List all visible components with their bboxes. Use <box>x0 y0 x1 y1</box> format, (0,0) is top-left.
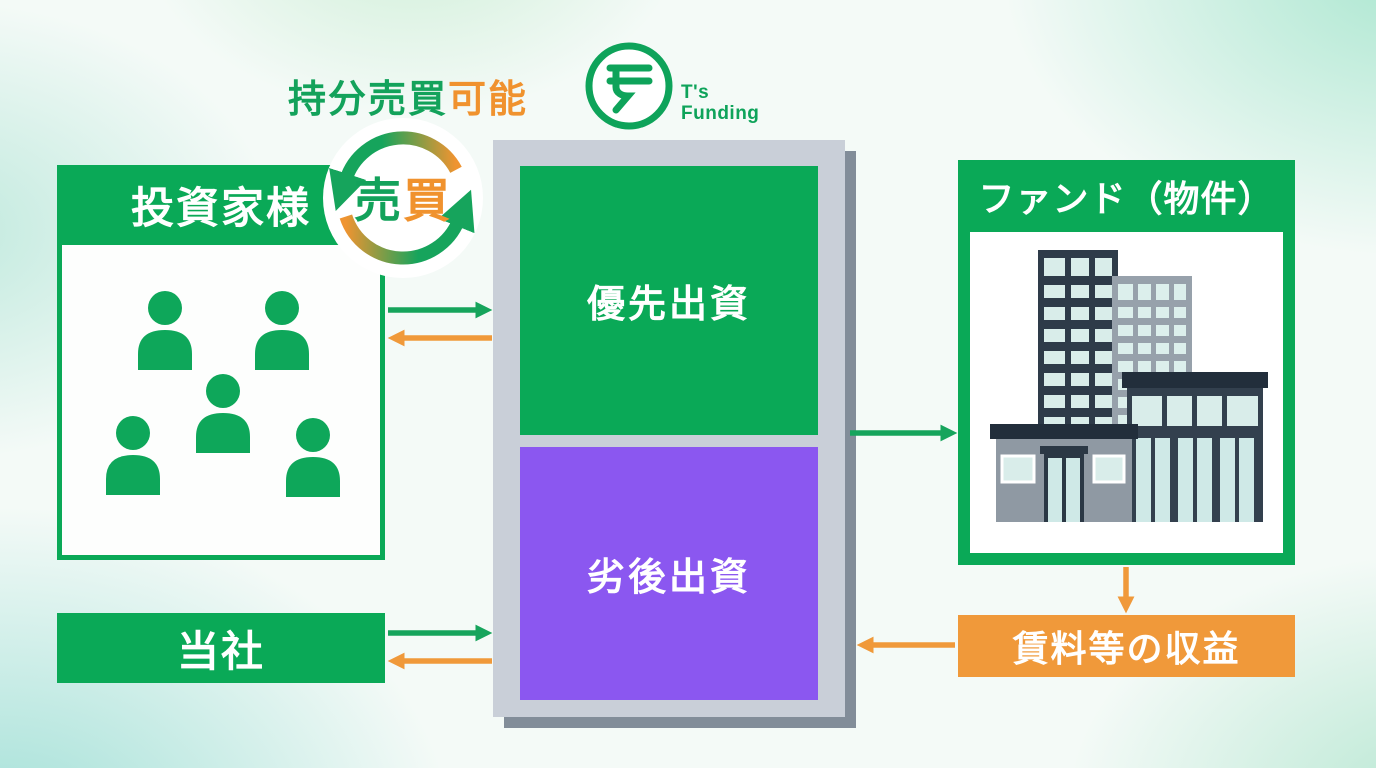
subordinate-investment-label: 劣後出資 <box>586 557 751 599</box>
cycle-arrows-icon <box>323 118 483 278</box>
trade-label: 売買 <box>313 162 493 231</box>
revenue-box: 賃料等の収益 <box>958 615 1295 677</box>
priority-investment-box: 優先出資 <box>520 166 818 435</box>
tradable-note-green: 持分売買 <box>288 79 449 121</box>
priority-investment-label: 優先出資 <box>586 284 751 326</box>
brand-line1: T's <box>681 82 710 103</box>
cycle-arrow-top <box>329 131 462 212</box>
fund-title-bar: ファンド（物件） <box>970 160 1283 232</box>
brand-logo: T's Funding <box>583 40 793 135</box>
fund-title: ファンド（物件） <box>978 178 1275 219</box>
person-icon <box>106 416 160 495</box>
company-box: 当社 <box>57 613 385 683</box>
rupee-circle-icon <box>585 42 673 130</box>
trade-sell: 売 <box>354 174 403 227</box>
fund-box: ファンド（物件） <box>958 160 1295 565</box>
buildings-illustration <box>990 250 1268 522</box>
tradable-note: 持分売買可能 <box>288 68 528 123</box>
company-title: 当社 <box>176 627 265 675</box>
cycle-arrow-bottom <box>339 189 475 265</box>
person-icon <box>196 374 250 453</box>
person-icon <box>255 291 309 370</box>
brand-name: T's Funding <box>681 82 759 135</box>
trade-buy: 買 <box>403 174 452 227</box>
person-icon <box>138 291 192 370</box>
tradable-note-orange: 可能 <box>448 79 529 121</box>
investors-title: 投資家様 <box>131 185 311 233</box>
investment-panel: 優先出資 劣後出資 <box>493 140 845 717</box>
subordinate-investment-box: 劣後出資 <box>520 447 818 700</box>
revenue-label: 賃料等の収益 <box>1012 628 1241 669</box>
people-group-icon <box>57 245 385 560</box>
fund-illustration-area <box>970 232 1283 553</box>
brand-line2: Funding <box>681 103 760 124</box>
person-icon <box>286 418 340 497</box>
